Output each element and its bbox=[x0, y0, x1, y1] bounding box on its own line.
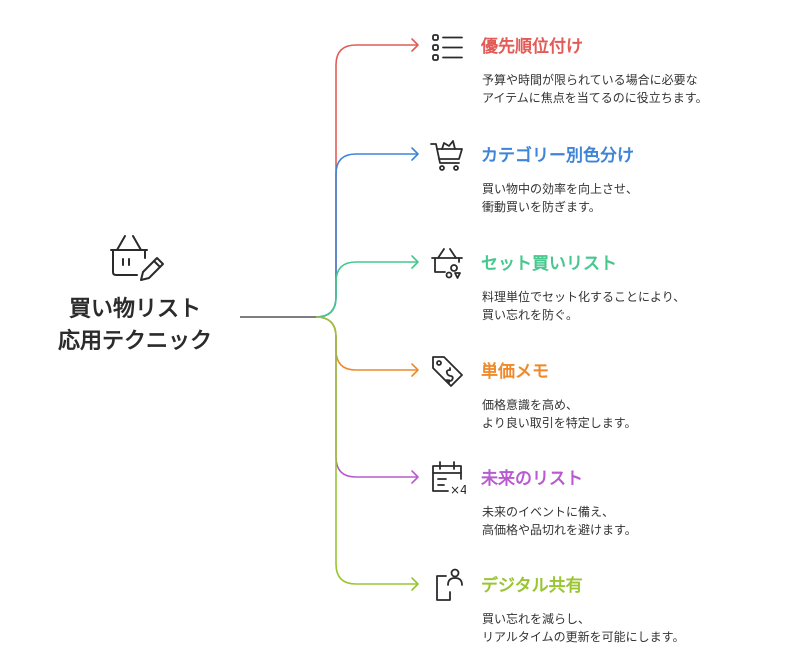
list-icon bbox=[432, 34, 463, 61]
shopping-cart-icon bbox=[430, 140, 463, 171]
branch-arrow-set-list bbox=[411, 255, 419, 269]
branch-title-digital: デジタル共有 bbox=[481, 576, 583, 596]
branch-desc-line: 予算や時間が限られている場合に必要な bbox=[482, 73, 698, 87]
branch-arrow-prioritize bbox=[411, 38, 419, 52]
branch-desc-line: 価格意識を高め、 bbox=[482, 398, 579, 412]
branch-arrow-digital bbox=[411, 577, 419, 591]
branch-desc-line: リアルタイムの更新を可能にします。 bbox=[482, 630, 685, 644]
branch-line-set-list bbox=[315, 261, 418, 318]
branch-title-category: カテゴリー別色分け bbox=[481, 146, 634, 166]
phone-user-icon bbox=[436, 568, 463, 601]
branch-title-prioritize: 優先順位付け bbox=[481, 37, 583, 57]
branch-desc-line: 高価格や品切れを避けます。 bbox=[482, 523, 637, 537]
shopping-basket-pencil-icon bbox=[110, 235, 164, 281]
branch-desc-line: アイテムに焦点を当てるのに役立ちます。 bbox=[482, 91, 708, 105]
calendar-icon-label: ×4 bbox=[450, 483, 466, 497]
calendar-icon: ×4 bbox=[432, 461, 466, 497]
branch-title-unit-price: 単価メモ bbox=[481, 362, 549, 382]
branch-desc-digital: 買い忘れを減らし、 リアルタイムの更新を可能にします。 bbox=[482, 610, 684, 646]
branch-line-unit-price bbox=[315, 316, 418, 371]
branch-desc-prioritize: 予算や時間が限られている場合に必要な アイテムに焦点を当てるのに役立ちます。 bbox=[482, 71, 708, 107]
branch-desc-line: 買い忘れを防ぐ。 bbox=[482, 308, 579, 322]
branch-desc-line: 料理単位でセット化することにより、 bbox=[482, 290, 686, 304]
branch-desc-line: 未来のイベントに備え、 bbox=[482, 505, 615, 519]
price-tag-icon bbox=[432, 356, 463, 387]
branch-arrow-future bbox=[411, 470, 419, 484]
branch-desc-line: 衝動買いを防ぎます。 bbox=[482, 200, 601, 214]
center-title-line2: 応用テクニック bbox=[57, 329, 212, 354]
branch-desc-category: 買い物中の効率を向上させ、 衝動買いを防ぎます。 bbox=[482, 180, 638, 216]
branch-title-set-list: セット買いリスト bbox=[481, 254, 617, 274]
branch-line-digital bbox=[315, 316, 418, 585]
center-title-line1: 買い物リスト bbox=[68, 297, 201, 322]
branch-desc-unit-price: 価格意識を高め、 より良い取引を特定します。 bbox=[482, 396, 637, 432]
branch-line-future bbox=[315, 316, 418, 478]
branch-arrow-unit-price bbox=[411, 363, 419, 377]
branch-desc-set-list: 料理単位でセット化することにより、 買い忘れを防ぐ。 bbox=[482, 288, 685, 324]
branch-line-prioritize bbox=[315, 44, 418, 318]
center-node: 買い物リスト 応用テクニック bbox=[30, 228, 240, 358]
branch-line-category bbox=[315, 153, 418, 318]
branch-arrow-category bbox=[411, 147, 419, 161]
branch-title-future: 未来のリスト bbox=[481, 469, 583, 489]
branch-desc-line: より良い取引を特定します。 bbox=[482, 416, 637, 430]
basket-items-icon bbox=[431, 248, 463, 279]
branch-desc-future: 未来のイベントに備え、 高価格や品切れを避けます。 bbox=[482, 503, 637, 539]
branch-desc-line: 買い物中の効率を向上させ、 bbox=[482, 182, 639, 196]
branch-desc-line: 買い忘れを減らし、 bbox=[482, 612, 591, 626]
